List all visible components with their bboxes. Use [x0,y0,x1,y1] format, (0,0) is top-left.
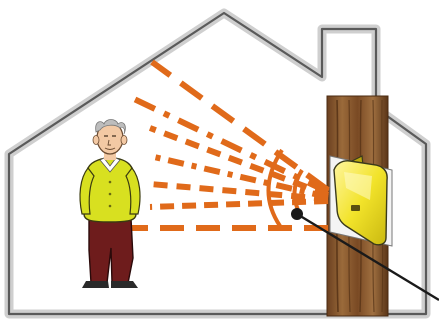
person-pants [89,218,133,283]
beam-6 [150,201,328,207]
person-shoe-right [111,281,138,288]
motion-sensor-device [330,156,392,246]
sensor-lens-window [351,205,360,211]
person-shoe-left [82,281,109,288]
elderly-person [80,120,140,289]
